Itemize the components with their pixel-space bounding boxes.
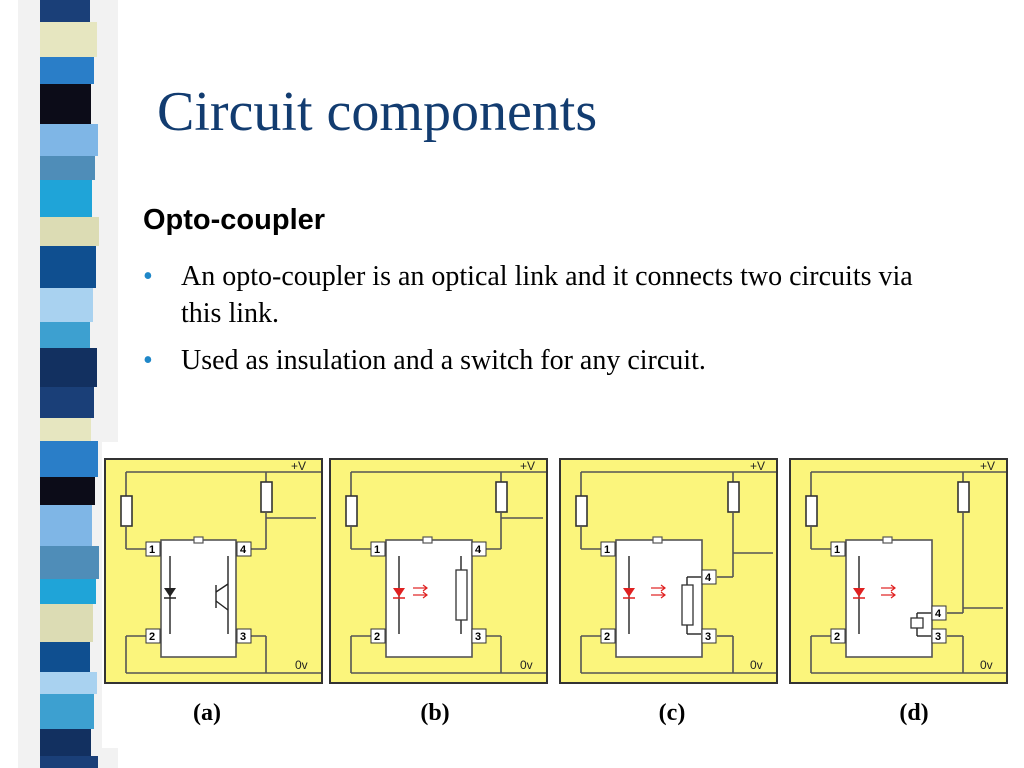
stripe-block: [40, 756, 98, 768]
circuit-panel-b: 1 2 3 4 +V 0v: [329, 458, 548, 684]
bullet-item: • An opto-coupler is an optical link and…: [143, 258, 943, 332]
supply-label: +V: [291, 460, 306, 473]
caption-c: (c): [658, 700, 686, 726]
stripe-block: [40, 84, 91, 124]
pin-label: 1: [149, 544, 155, 556]
circuit-panel-a: 1 2 3 4 +V 0v: [104, 458, 323, 684]
stripe-block: [40, 180, 92, 217]
caption-d: (d): [899, 700, 929, 726]
stripe-block: [40, 477, 95, 505]
pin-label: 3: [475, 631, 481, 643]
stripe-block: [40, 729, 91, 756]
ground-label: 0v: [295, 658, 308, 672]
pin-label: 1: [604, 544, 610, 556]
ground-label: 0v: [750, 658, 763, 672]
supply-label: +V: [980, 460, 995, 473]
stripe-block: [40, 0, 90, 22]
pin-label: 1: [374, 544, 380, 556]
stripe-block: [40, 604, 93, 642]
bullet-text: Used as insulation and a switch for any …: [181, 345, 706, 377]
circuit-diagram-d: 1 2 3 4 +V 0v: [805, 460, 1006, 674]
caption-a: (a): [193, 700, 221, 726]
ground-label: 0v: [980, 658, 993, 672]
bullet-list: • An opto-coupler is an optical link and…: [143, 258, 943, 390]
supply-label: +V: [750, 460, 765, 473]
bullet-item: • Used as insulation and a switch for an…: [143, 342, 943, 379]
pin-label: 4: [475, 544, 482, 556]
stripe-block: [40, 288, 93, 322]
bullet-icon: •: [143, 345, 153, 377]
pin-label: 2: [834, 631, 840, 643]
stripe-block: [40, 57, 94, 84]
pin-label: 2: [149, 631, 155, 643]
stripe-block: [40, 322, 90, 348]
pin-label: 4: [705, 572, 712, 584]
bullet-icon: •: [143, 261, 153, 292]
circuit-diagram-c: 1 2 3 4 +V 0v: [575, 460, 776, 674]
bullet-text: An opto-coupler is an optical link and i…: [181, 261, 913, 330]
supply-label: +V: [520, 460, 535, 473]
stripe-block: [40, 642, 90, 672]
stripe-block: [40, 387, 94, 418]
stripe-block: [40, 246, 96, 288]
stripe-block: [40, 156, 95, 180]
pin-label: 2: [374, 631, 380, 643]
stripe-block: [40, 22, 97, 57]
slide-subtitle: Opto-coupler: [143, 204, 326, 236]
stripe-block: [40, 348, 97, 387]
stripe-block: [40, 672, 97, 694]
pin-label: 1: [834, 544, 840, 556]
optocoupler-figure: 1 2 3 4 +V 0v: [102, 442, 1024, 748]
pin-label: 3: [935, 631, 941, 643]
circuit-panel-c: 1 2 3 4 +V 0v: [559, 458, 778, 684]
pin-label: 3: [705, 631, 711, 643]
pin-label: 3: [240, 631, 246, 643]
ground-label: 0v: [520, 658, 533, 672]
circuit-diagram-a: 1 2 3 4 +V 0v: [120, 460, 321, 674]
stripe-block: [40, 217, 99, 246]
stripe-block: [40, 124, 98, 156]
stripe-block: [40, 418, 91, 441]
circuit-panel-d: 1 2 3 4 +V 0v: [789, 458, 1008, 684]
pin-label: 4: [935, 608, 942, 620]
decorative-side-stripe: [18, 0, 118, 768]
pin-label: 2: [604, 631, 610, 643]
slide-title: Circuit components: [157, 81, 598, 143]
stripe-block: [40, 694, 94, 729]
caption-b: (b): [420, 700, 450, 726]
stripe-block: [40, 505, 92, 546]
stripe-block: [40, 546, 99, 579]
stripe-block: [40, 441, 98, 477]
stripe-block: [40, 579, 96, 604]
pin-label: 4: [240, 544, 247, 556]
circuit-diagram-b: 1 2 3 4 +V 0v: [345, 460, 546, 674]
